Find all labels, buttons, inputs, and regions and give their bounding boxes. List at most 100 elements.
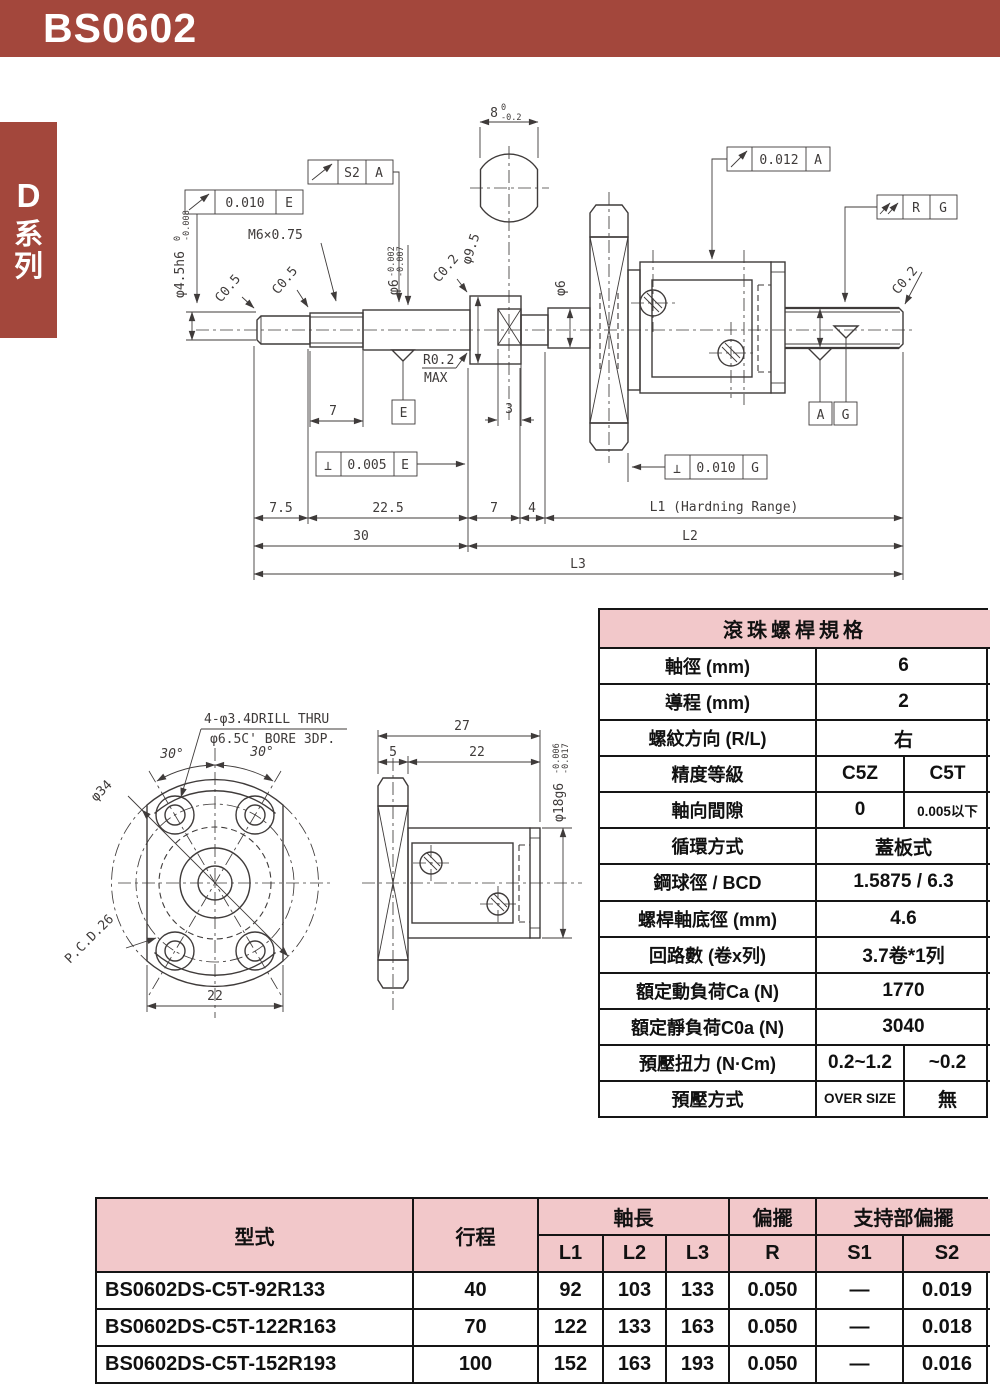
model-header-shaft-length: 軸長 xyxy=(537,1199,728,1234)
spec-label-accuracy: 精度等級 xyxy=(600,755,815,791)
radius-callout: R0.2 xyxy=(423,353,454,368)
model-row-s2: 0.016 xyxy=(902,1345,990,1382)
dim-l1: L1 (Hardning Range) xyxy=(650,500,799,515)
dim-3: 3 xyxy=(505,402,513,417)
dia-18-callout: φ18g6 xyxy=(552,783,567,822)
spec-value-circuits: 3.7卷*1列 xyxy=(815,935,990,972)
model-row-s1: — xyxy=(815,1345,902,1382)
frame-perp1-value: 0.005 xyxy=(347,458,386,473)
model-row-s1: — xyxy=(815,1308,902,1345)
page-title: BS0602 xyxy=(43,5,198,51)
spec-value-axial-play-1: 0 xyxy=(815,791,903,828)
spec-label-preload-method: 預壓方式 xyxy=(600,1079,815,1116)
spec-label-static-load: 額定靜負荷C0a (N) xyxy=(600,1007,815,1044)
model-row-s2: 0.018 xyxy=(902,1308,990,1345)
model-header-l1: L1 xyxy=(537,1234,602,1271)
model-row-name: BS0602DS-C5T-92R133 xyxy=(97,1271,412,1308)
model-row-name: BS0602DS-C5T-122R163 xyxy=(97,1308,412,1345)
model-row-s2: 0.019 xyxy=(902,1271,990,1308)
spec-label-lead: 導程 (mm) xyxy=(600,683,815,719)
spec-label-shaft-dia: 軸徑 (mm) xyxy=(600,647,815,683)
spec-value-static-load: 3040 xyxy=(815,1007,990,1044)
model-row-l1: 92 xyxy=(537,1271,602,1308)
svg-text:⊥: ⊥ xyxy=(673,462,681,477)
frame-runout2-datum: A xyxy=(814,153,822,168)
spec-value-preload-torque-2: ~0.2 xyxy=(903,1043,990,1080)
svg-text:-0.006: -0.006 xyxy=(552,743,562,774)
surface-finish-frames: S2 A 0.010 E 0.012 A R G xyxy=(184,146,958,304)
dim-7-thread: 7 xyxy=(329,404,337,419)
frame-s2-value: S2 xyxy=(344,166,360,181)
spec-value-accuracy-1: C5Z xyxy=(815,755,903,792)
spec-value-lead: 2 xyxy=(815,683,990,720)
drill-note-2: φ6.5C' BORE 3DP. xyxy=(210,732,335,747)
spec-table: 滾珠螺桿規格 軸徑 (mm) 6 導程 (mm) 2 螺紋方向 (R/L) 右 … xyxy=(598,608,990,1118)
model-header-r: R xyxy=(728,1234,815,1271)
spec-label-preload-torque: 預壓扭力 (N·Cm) xyxy=(600,1043,815,1080)
dimension-lines: 7 3 7.5 22.5 7 4 L1 (Hardning Range) xyxy=(253,346,904,580)
dia-6-tol-callout: φ6 xyxy=(387,279,402,295)
spec-value-accuracy-2: C5T xyxy=(903,755,990,792)
chamfer-c02-a: C0.2 xyxy=(431,252,463,286)
series-tab: D 系 列 xyxy=(0,122,57,338)
frame-runout-value: 0.010 xyxy=(225,196,264,211)
spec-label-circuits: 回路數 (卷x列) xyxy=(600,935,815,972)
frame-perp2-value: 0.010 xyxy=(696,461,735,476)
spec-value-preload-torque-1: 0.2~1.2 xyxy=(815,1043,903,1080)
dim-27: 27 xyxy=(454,719,470,734)
dia-4-5-callout: φ4.5h6 xyxy=(173,251,188,298)
spec-value-circulation: 蓋板式 xyxy=(815,827,990,864)
page-banner: BS0602 xyxy=(0,0,1000,57)
svg-text:-0.008: -0.008 xyxy=(182,210,192,241)
spec-label-dynamic-load: 額定動負荷Ca (N) xyxy=(600,971,815,1008)
svg-text:MAX: MAX xyxy=(424,371,448,386)
svg-text:-0.017: -0.017 xyxy=(561,743,571,774)
model-row-l1: 152 xyxy=(537,1345,602,1382)
dim-22-front: 22 xyxy=(207,989,223,1004)
dia-34-callout: φ34 xyxy=(88,777,115,804)
model-header-runout: 偏擺 xyxy=(728,1199,815,1234)
drill-note-1: 4-φ3.4DRILL THRU xyxy=(204,712,329,727)
model-table: 型式 行程 軸長 偏擺 支持部偏擺 L1 L2 L3 R S1 S2 BS060… xyxy=(95,1197,990,1384)
frame-rg-datum: G xyxy=(939,201,947,216)
dim-5: 5 xyxy=(389,745,397,760)
model-row-name: BS0602DS-C5T-152R193 xyxy=(97,1345,412,1382)
thread-callout: M6×0.75 xyxy=(248,228,303,243)
svg-text:-0.002: -0.002 xyxy=(387,246,397,277)
model-row-r: 0.050 xyxy=(728,1271,815,1308)
dim-30: 30 xyxy=(353,529,369,544)
series-char-1: 系 xyxy=(13,219,43,252)
model-row-stroke: 70 xyxy=(412,1308,537,1345)
spec-value-thread-dir: 右 xyxy=(815,719,990,756)
section-view-flats: 8 0 -0.2 xyxy=(470,103,549,420)
model-header-model: 型式 xyxy=(97,1199,412,1271)
geometric-tolerance-frames: ⊥ 0.005 E ⊥ 0.010 G xyxy=(315,451,768,482)
frame-rg-value: R xyxy=(912,201,920,216)
frame-s2-datum: A xyxy=(375,166,383,181)
dim-4: 4 xyxy=(528,501,536,516)
dia-6-callout: φ6 xyxy=(554,280,569,296)
dim-7-5: 7.5 xyxy=(269,501,292,516)
shaft-profile xyxy=(196,295,912,365)
model-row-s1: — xyxy=(815,1271,902,1308)
spec-label-thread-dir: 螺紋方向 (R/L) xyxy=(600,719,815,755)
svg-text:0: 0 xyxy=(173,236,183,241)
chamfer-c02-b: C0.2 xyxy=(890,264,922,298)
spec-label-circulation: 循環方式 xyxy=(600,827,815,863)
model-header-stroke: 行程 xyxy=(412,1199,537,1271)
dim-width-across-flats: 8 xyxy=(490,106,498,121)
dim-l3: L3 xyxy=(570,557,586,572)
frame-perp2-datum: G xyxy=(751,461,759,476)
model-row-l3: 163 xyxy=(665,1308,728,1345)
model-header-s1: S1 xyxy=(815,1234,902,1271)
model-header-l2: L2 xyxy=(602,1234,665,1271)
spec-value-axial-play-2: 0.005以下 xyxy=(903,791,990,828)
series-letter: D xyxy=(16,177,41,214)
datum-a: A xyxy=(817,408,825,423)
spec-label-root-dia: 螺桿軸底徑 (mm) xyxy=(600,899,815,936)
angle-30-right: 30° xyxy=(249,745,273,760)
chamfer-c05-b: C0.5 xyxy=(270,264,302,298)
spec-value-shaft-dia: 6 xyxy=(815,647,990,684)
dim-7-collar: 7 xyxy=(490,501,498,516)
